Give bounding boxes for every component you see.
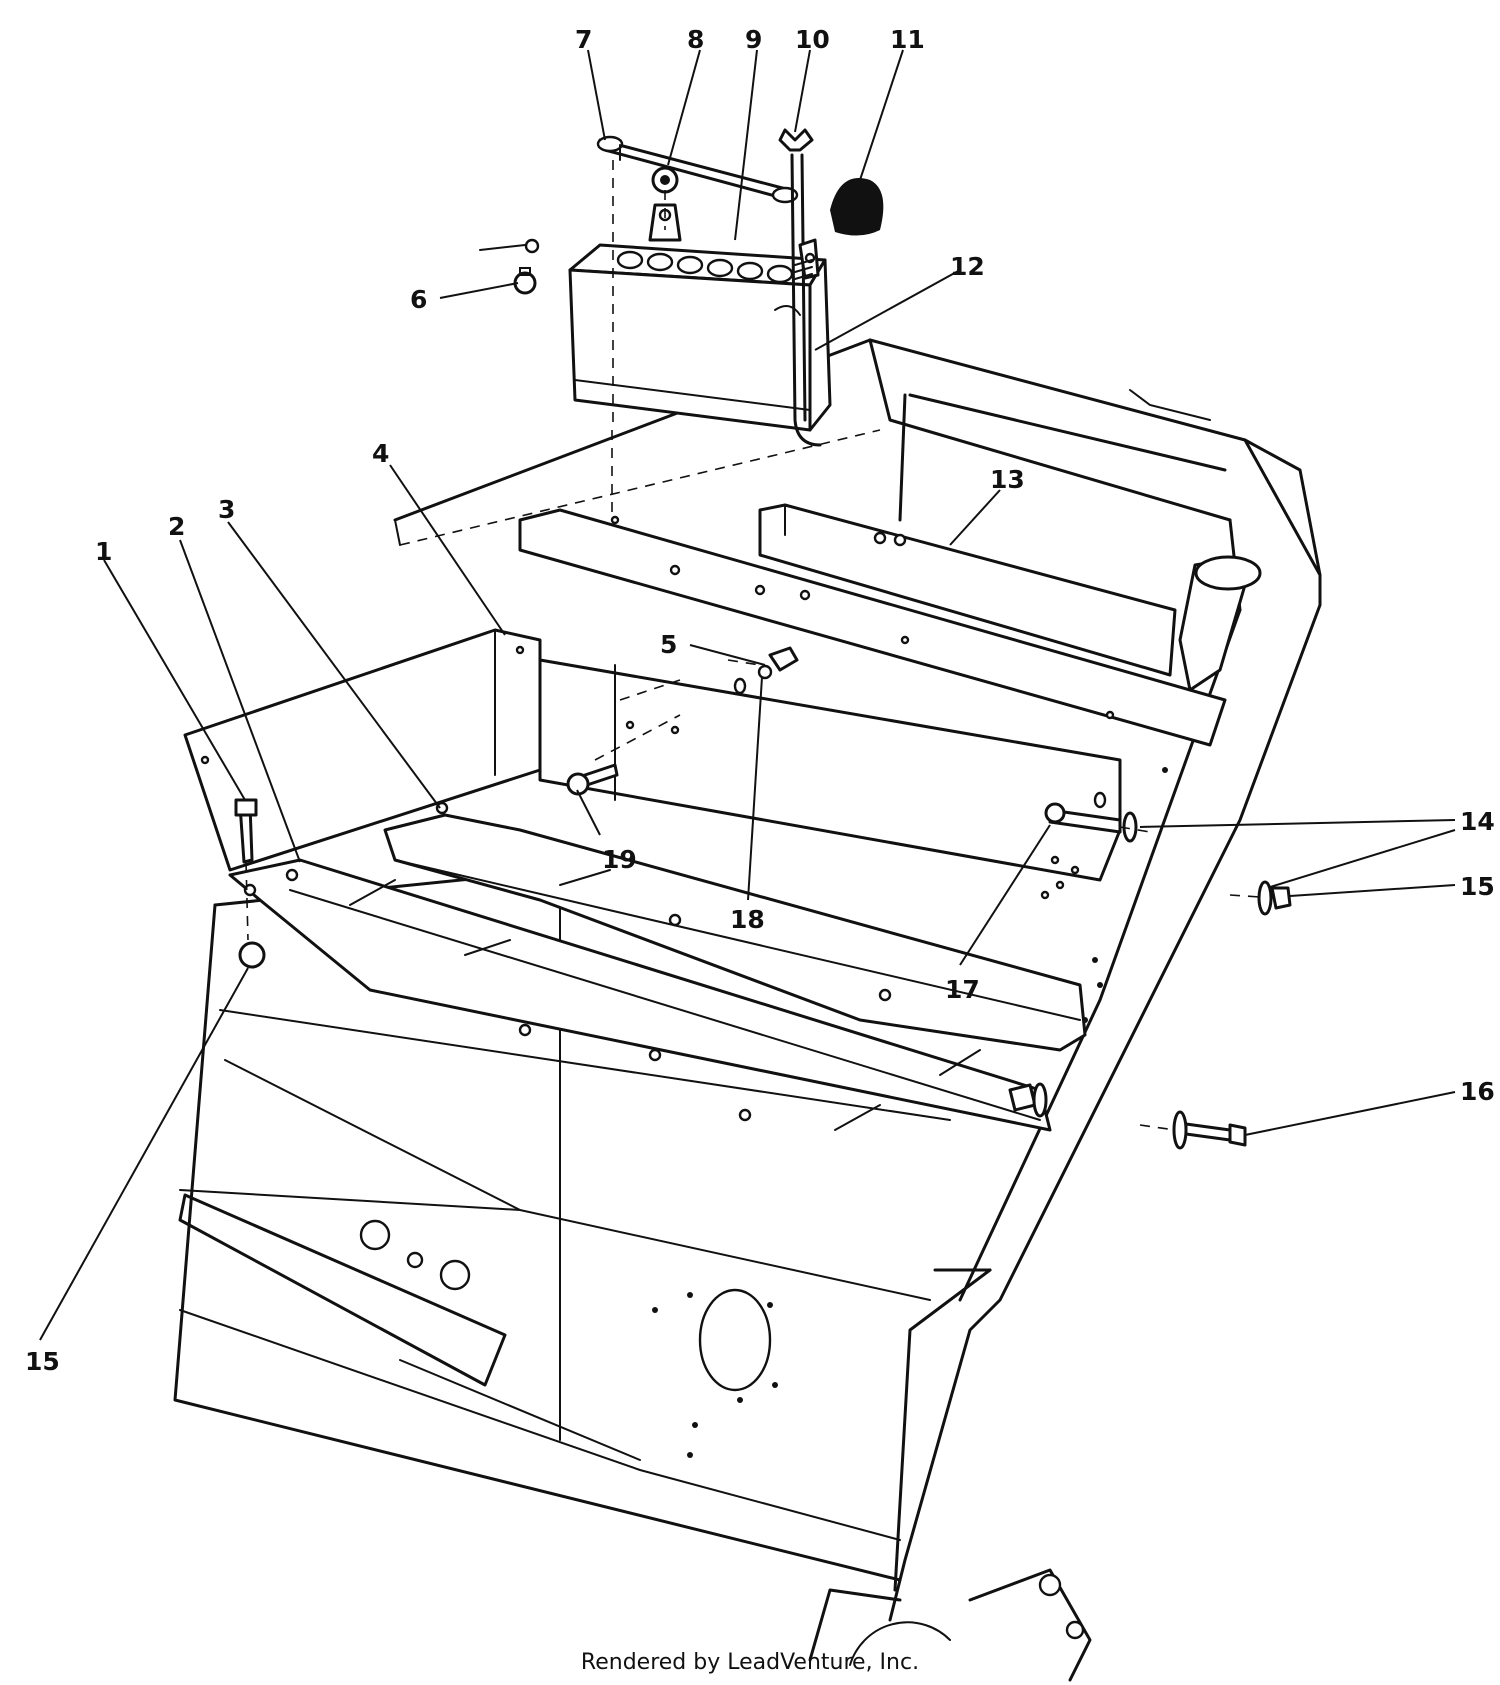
support-rails xyxy=(200,515,1115,1132)
j-bolt xyxy=(774,128,822,447)
callout-8: 8 xyxy=(687,25,704,54)
cylinder xyxy=(1178,555,1262,692)
callout-4: 4 xyxy=(372,439,389,468)
callout-16: 16 xyxy=(1460,1077,1495,1106)
callout-19: 19 xyxy=(602,845,637,874)
assembly-lines xyxy=(245,160,1261,1131)
callout-18: 18 xyxy=(730,905,765,934)
callout-5: 5 xyxy=(660,630,677,659)
callout-14: 14 xyxy=(1460,807,1495,836)
callout-leaders xyxy=(39,49,1456,1341)
render-credit: Rendered by LeadVenture, Inc. xyxy=(580,1650,920,1675)
callout-11: 11 xyxy=(890,25,925,54)
callout-17: 17 xyxy=(945,975,980,1004)
callout-labels: 7 8 9 10 11 12 6 4 13 2 3 1 5 14 15 19 1… xyxy=(25,25,1495,1376)
callout-1: 1 xyxy=(95,537,112,566)
callout-10: 10 xyxy=(795,25,830,54)
hardware xyxy=(234,646,1292,1150)
terminal-cover xyxy=(830,178,884,236)
callout-9: 9 xyxy=(745,25,762,54)
callout-2: 2 xyxy=(168,512,185,541)
battery-support xyxy=(183,503,1227,882)
callout-15-left: 15 xyxy=(25,1347,60,1376)
callout-13: 13 xyxy=(990,465,1025,494)
callout-6: 6 xyxy=(410,285,427,314)
hold-down-rod xyxy=(596,135,799,204)
callout-12: 12 xyxy=(950,252,985,281)
callout-7: 7 xyxy=(575,25,592,54)
battery xyxy=(479,166,832,432)
callout-3: 3 xyxy=(218,495,235,524)
callout-15-right: 15 xyxy=(1460,872,1495,901)
